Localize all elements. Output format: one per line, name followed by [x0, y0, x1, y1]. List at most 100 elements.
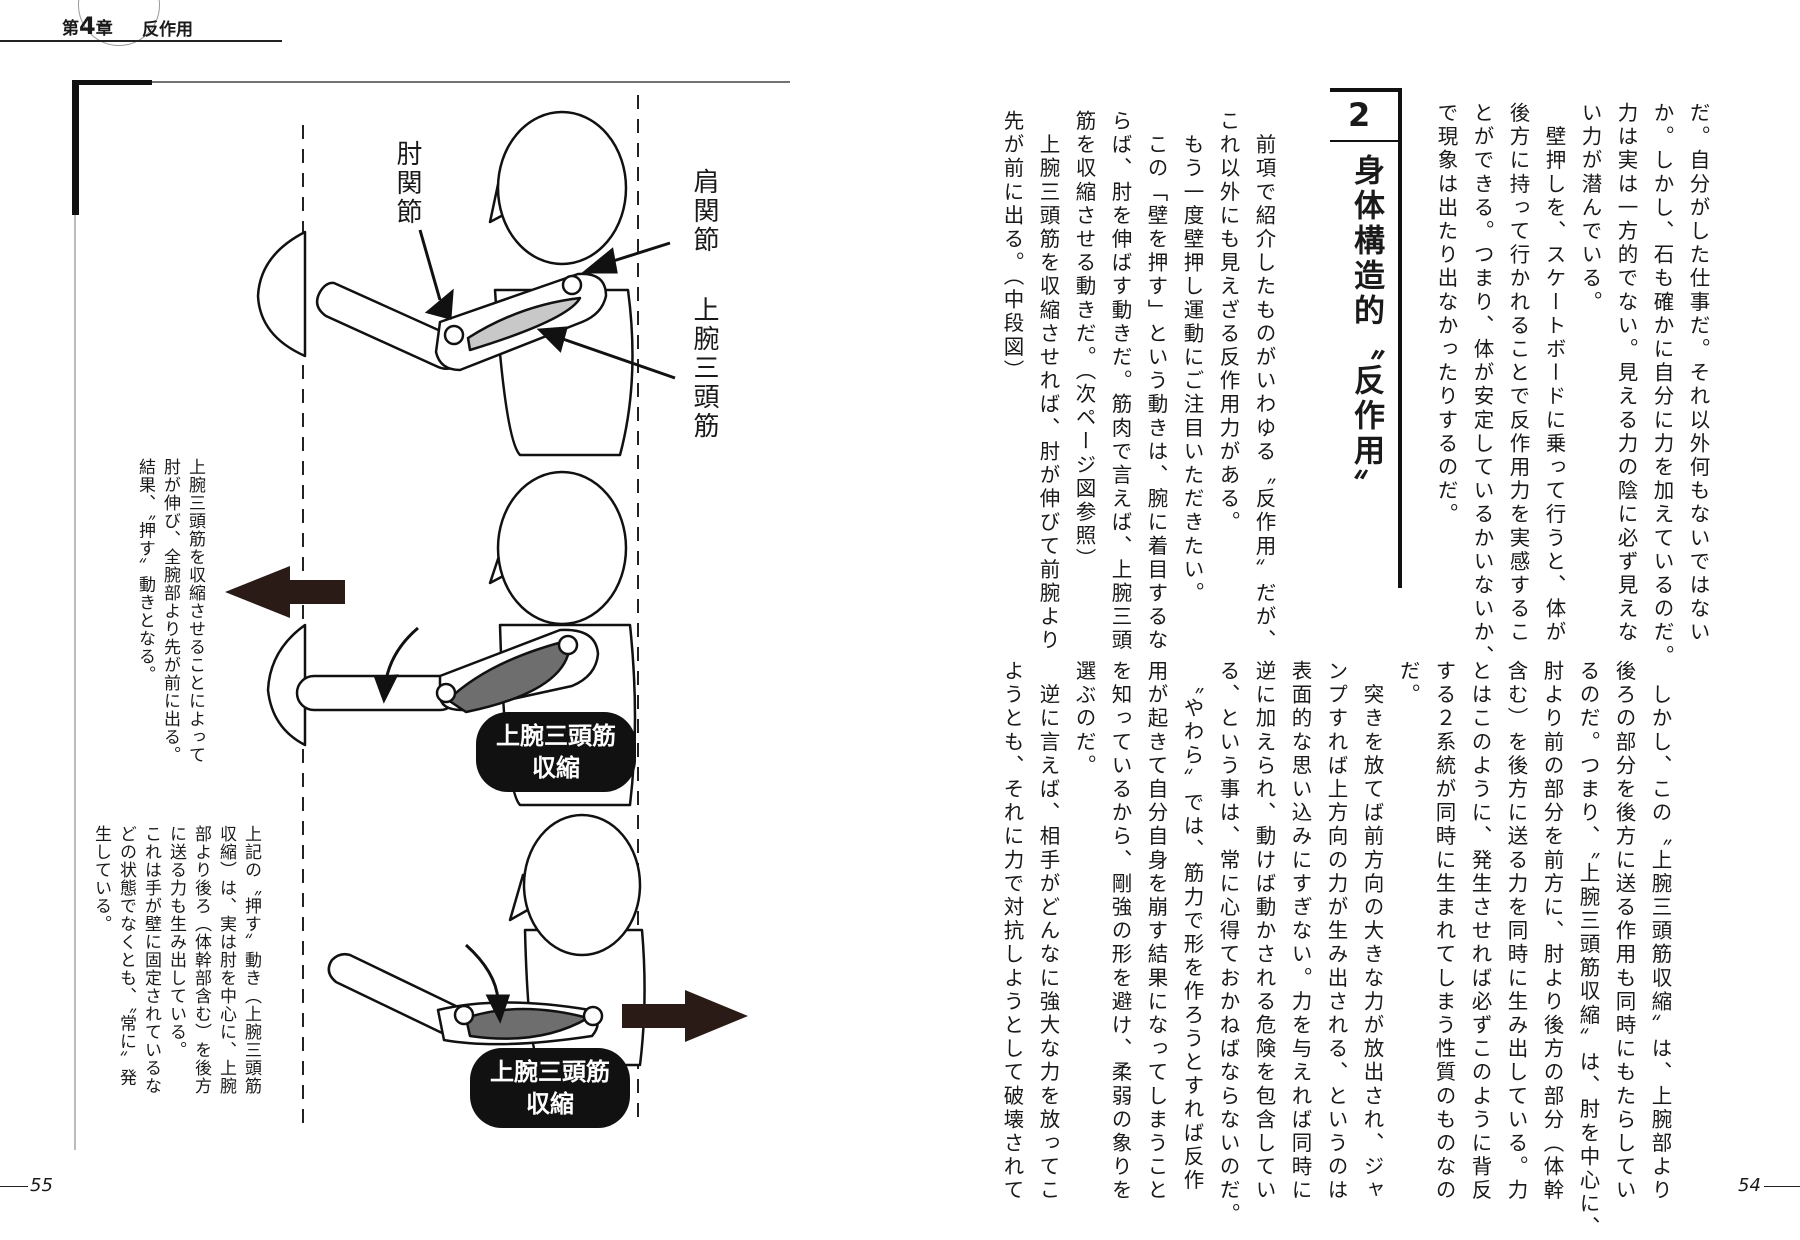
figure-bottom-elbow-joint [453, 1004, 475, 1026]
text-line: 筋を収縮させる動きだ。（次ページ図参照） [1072, 110, 1096, 572]
caption-top-line: 肘が伸び、全腕部より先が前に出る。 [160, 458, 180, 764]
text-line: 前項で紹介したものがいわゆる〝反作用〟だが、 [1252, 110, 1276, 653]
text-line: を知っているから、剛強の形を避け、柔弱の象りを [1108, 660, 1132, 1203]
pill-triceps-contraction-2: 上腕三頭筋 収縮 [470, 1048, 630, 1128]
text-line: 後ろの部分を後方に送る作用も同時にもたらしてい [1612, 660, 1636, 1203]
text-line: らば、肘を伸ばす動きだ。筋肉で言えば、上腕三頭 [1108, 110, 1132, 653]
text-line: 先が前に出る。（中段図） [1000, 110, 1024, 383]
text-line: とはこのように、発生させれば必ずこのように背反 [1468, 660, 1492, 1203]
text-line: 〝やわら〟では、筋力で形を作ろうとすれば反作 [1180, 660, 1204, 1193]
caption-bottom-line: これは手が壁に固定されているな [141, 825, 161, 1095]
text-line: これ以外にも見えざる反作用力がある。 [1216, 110, 1240, 535]
text-line: 後方に持って行かれることで反作用力を実感するこ [1506, 102, 1530, 645]
text-line: 含む）を後方に送る力を同時に生み出している。力 [1504, 660, 1528, 1203]
caption-top-line: 上腕三頭筋を収縮させることによって [185, 458, 205, 764]
text-line: 力は実は一方的でない。見える力の陰に必ず見えな [1614, 102, 1638, 645]
header-rule [0, 40, 282, 42]
caption-bottom-line: に送る力も生み出している。 [166, 825, 186, 1059]
caption-top-line: 結果、〝押す〟動きとなる。 [135, 458, 155, 684]
folio-left: 55 [30, 1175, 53, 1196]
text-line: か。しかし、石も確かに自分に力を加えているのだ。 [1650, 102, 1674, 669]
text-line: 表面的な思い込みにすぎない。力を与えれば同時に [1288, 660, 1312, 1203]
figure-bottom-head [522, 813, 642, 957]
text-line: この「壁を押す」という動きは、腕に着目するな [1144, 110, 1168, 653]
figure-top-elbow-joint [443, 324, 465, 346]
text-line: 逆に言えば、相手がどんなに強大な力を放ってこ [1036, 660, 1060, 1203]
section-box-top [1330, 88, 1402, 92]
figure-top [256, 110, 634, 457]
body-text-block-2: 前項で紹介したものがいわゆる〝反作用〟だが、 これ以外にも見えざる反作用力がある… [994, 110, 1282, 653]
figure-top-hand [256, 230, 307, 358]
pill1-line1: 上腕三頭筋 [496, 722, 616, 750]
chapter-number: 4 [79, 12, 96, 40]
section-title: 身体構造的〝反作用〟 [1348, 154, 1384, 504]
text-line: 逆に加えられ、動けば動かされる危険を包含してい [1252, 660, 1276, 1203]
pill-triceps-contraction-1: 上腕三頭筋 収縮 [476, 712, 636, 792]
text-line: る、という事は、常に心得ておかねばならないのだ。 [1216, 660, 1240, 1227]
caption-bottom: 上記の〝押す〟動き（上腕三頭筋 収縮）は、実は肘を中心に、上腕 部より後ろ（体幹… [88, 825, 263, 1145]
caption-top: 上腕三頭筋を収縮させることによって 肘が伸び、全腕部より先が前に出る。 結果、〝… [132, 458, 207, 818]
chapter-title: 反作用 [142, 20, 193, 40]
folio-rule-left [0, 1186, 28, 1187]
chapter-badge: 第4章 [62, 12, 113, 40]
text-line: だ。 [1396, 660, 1420, 708]
label-shoulder-joint: 肩関節 [689, 168, 719, 255]
caption-bottom-line: 生している。 [91, 825, 111, 933]
caption-bottom-line: 上記の〝押す〟動き（上腕三頭筋 [241, 825, 261, 1095]
text-line: るのだ。つまり、〝上腕三頭筋収縮〟は、肘を中心に、 [1576, 660, 1600, 1240]
text-line: 上腕三頭筋を収縮させれば、肘が伸びて前腕より [1036, 110, 1060, 653]
pill2-line2: 収縮 [526, 1090, 574, 1118]
middle-curved-arrow [384, 626, 419, 681]
triceps-illustration [72, 80, 790, 1150]
elbow-pointer-line [418, 229, 442, 301]
figure-middle-head [496, 470, 628, 626]
chapter-prefix: 第 [62, 19, 79, 39]
text-line: 突きを放てば前方向の大きな力が放出され、ジャ [1360, 660, 1384, 1203]
chapter-suffix: 章 [95, 19, 113, 39]
caption-bottom-line: 収縮）は、実は肘を中心に、上腕 [216, 825, 236, 1095]
label-elbow-joint: 肘関節 [392, 140, 422, 227]
folio-right: 54 [1738, 1175, 1761, 1196]
figure-top-head [496, 110, 628, 266]
frame-corner-vertical [72, 80, 79, 215]
push-forward-arrow [225, 566, 345, 618]
text-line: い力が潜んでいる。 [1578, 102, 1602, 315]
folio-rule-right [1764, 1186, 1800, 1187]
text-line: で現象は出たり出なかったりするのだ。 [1434, 102, 1458, 527]
text-line: 選ぶのだ。 [1072, 660, 1096, 778]
text-line: 壁押しを、スケートボードに乗って行うと、体が [1542, 102, 1566, 645]
text-line: ンプすれば上方向の力が生み出される、というのは [1324, 660, 1348, 1203]
body-text-block-3: しかし、この〝上腕三頭筋収縮〟は、上腕部より 後ろの部分を後方に送る作用も同時に… [994, 660, 1678, 1240]
frame-corner-horizontal [72, 80, 152, 85]
caption-bottom-line: どの状態でなくとも、〝常に〟発 [116, 825, 136, 1087]
figure-middle-shoulder-joint [557, 634, 579, 656]
text-line: だ。自分がした仕事だ。それ以外何もないではない [1686, 102, 1710, 645]
elbow-pointer-head [424, 288, 454, 320]
bottom-curved-arrow-head [485, 994, 511, 1024]
text-line: する２系統が同時に生まれてしまう性質のものなの [1432, 660, 1456, 1203]
text-line: 用が起きて自分自身を崩す結果になってしまうこと [1144, 660, 1168, 1203]
label-triceps: 上腕三頭筋 [689, 296, 719, 441]
caption-bottom-line: 部より後ろ（体幹部含む）を後方 [191, 825, 211, 1095]
figure-bottom [327, 813, 646, 1067]
push-back-arrow [622, 990, 748, 1042]
pill2-line1: 上腕三頭筋 [490, 1058, 610, 1086]
figure-middle-elbow-joint [435, 682, 457, 704]
text-line: しかし、この〝上腕三頭筋収縮〟は、上腕部より [1648, 660, 1672, 1203]
triceps-pointer-head [536, 326, 569, 353]
text-line: とができる。つまり、体が安定しているかいないか、 [1470, 102, 1494, 669]
section-number: 2 [1348, 96, 1371, 134]
text-line: ようとも、それに力で対抗しようとして破壊されて [1000, 660, 1024, 1203]
figure-middle-hand [266, 623, 307, 747]
triceps-pointer-line [559, 336, 676, 380]
middle-curved-arrow-head [373, 674, 399, 704]
section-box-right [1398, 88, 1402, 588]
figure-top-shoulder-joint [561, 274, 583, 296]
bottom-curved-arrow [464, 943, 500, 1001]
body-text-block-1: だ。自分がした仕事だ。それ以外何もないではない か。しかし、石も確かに自分に力を… [1428, 102, 1716, 668]
text-line: 肘より前の部分を前方に、肘より後方の部分（体幹 [1540, 660, 1564, 1203]
figure-top-triceps [466, 296, 582, 352]
shoulder-pointer-line [609, 241, 671, 264]
figure-bottom-shoulder-joint [582, 1005, 604, 1027]
text-line: もう一度壁押し運動にご注目いただきたい。 [1180, 110, 1204, 606]
